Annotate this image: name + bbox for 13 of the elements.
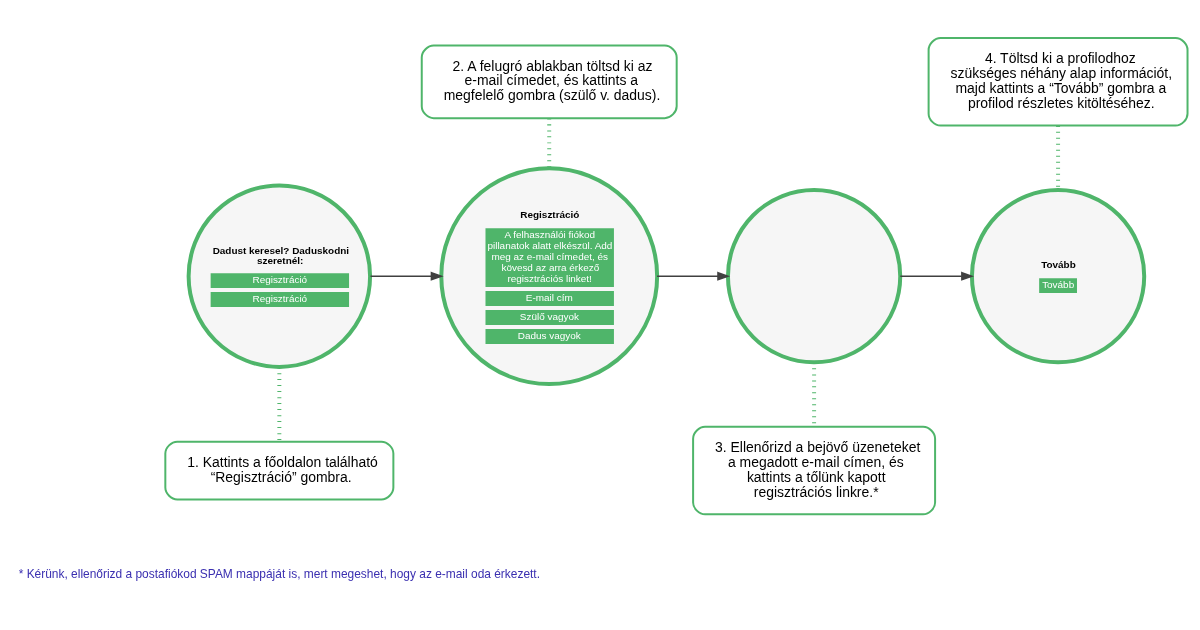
node-circle xyxy=(725,187,903,364)
arrow xyxy=(369,271,444,281)
node-circle: Tovább Tovább xyxy=(969,187,1147,364)
arrow xyxy=(899,271,975,281)
node-circle: Regisztráció A felhasználói fiókod pillanatok alatt elkészül. Add meg az e-mail címedet, és kövesd az arra érkező regisztrációs linket! E-mail cím Szülő vagyok Dadus vagyok xyxy=(439,165,660,386)
connector xyxy=(1056,125,1061,190)
node-box: 4. Töltsd ki a profilodhoz szükséges néhány alap információt, majd kattints a “Tovább” gombra a profilod részletes kitöltéséhez. xyxy=(927,36,1189,127)
node-box: 2. A felugró ablakban töltsd ki az e-mail címedet, és kattints a megfelelő gombra (szülő v. dadus). xyxy=(420,43,678,119)
node-box: 3. Ellenőrizd a bejövő üzeneteket a megadott e-mail címen, és kattints a tőlünk kapott regisztrációs linkre.* xyxy=(692,425,937,515)
node-box: 1. Kattints a főoldalon található “Regisztráció” gombra. xyxy=(164,440,395,500)
label: * Kérünk, ellenőrizd a postafiókod SPAM mappáját is, mert megeshet, hogy az e-mail oda érkezett. xyxy=(18,566,541,581)
arrow xyxy=(656,271,731,281)
node-circle: Dadust keresel? Daduskodni szeretnél: Regisztráció Regisztráció xyxy=(186,182,373,369)
